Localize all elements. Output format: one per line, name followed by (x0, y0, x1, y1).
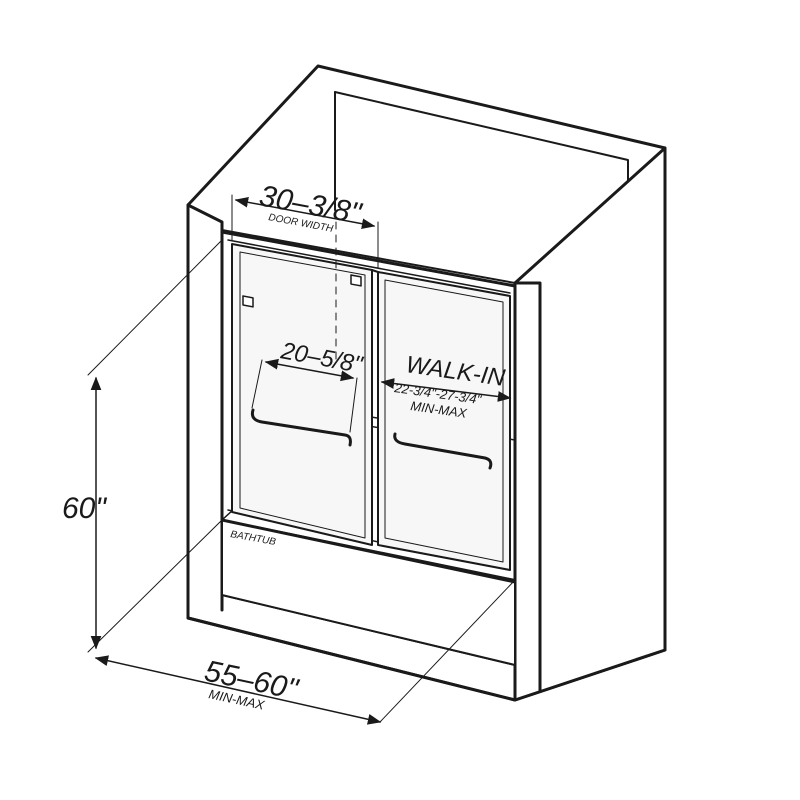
height-value: 60" (62, 492, 107, 525)
right-door-panel (377, 271, 511, 571)
sliding-doors (220, 230, 517, 584)
center-roller (350, 274, 362, 287)
bottom-track (220, 518, 517, 584)
width-dimension (94, 655, 382, 725)
left-door-panel (231, 243, 373, 546)
door-width-dimension (234, 196, 376, 230)
top-track (220, 230, 517, 288)
right-towel-bar (393, 432, 493, 470)
left-towel-bar (250, 408, 352, 447)
walk-in-dimension (380, 378, 512, 402)
towel-bar-dimension (264, 358, 355, 382)
left-roller (242, 295, 254, 308)
dimension-lines (87, 194, 516, 725)
